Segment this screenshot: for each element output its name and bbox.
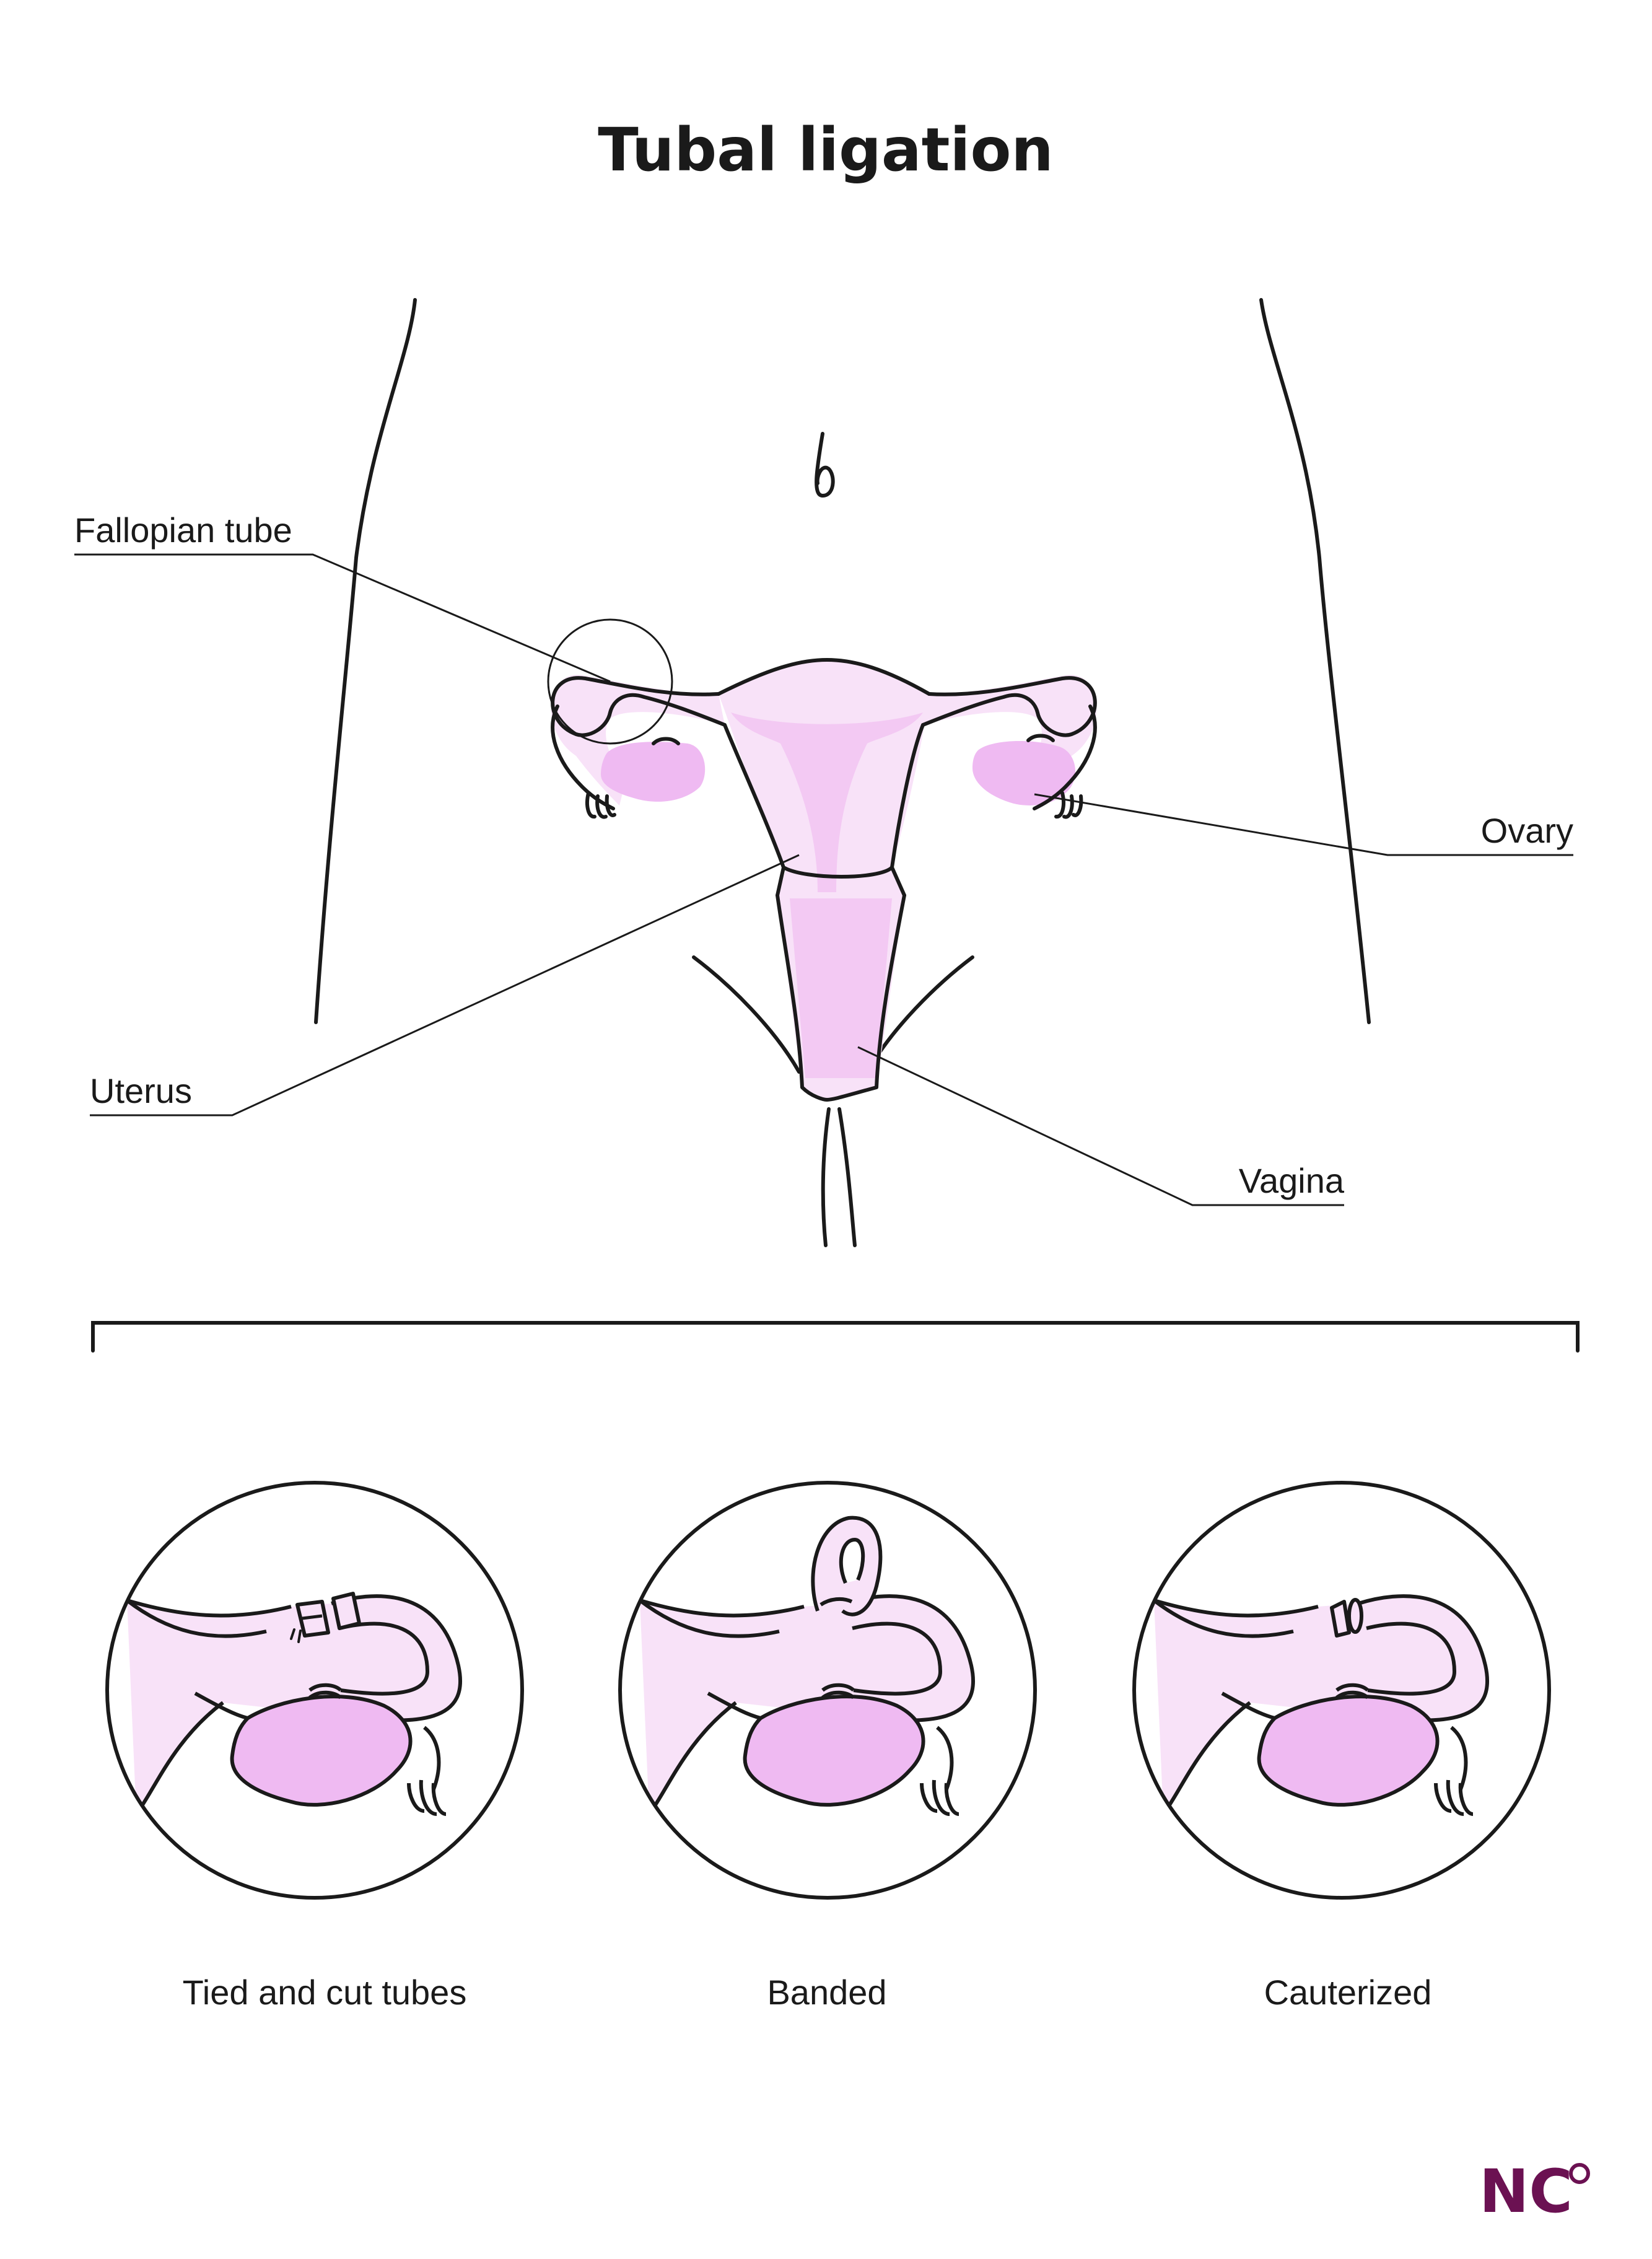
method-label-cauterized: Cauterized [1264,1973,1432,2012]
method-label-banded: Banded [767,1973,886,2012]
logo-circle-icon [1569,2163,1590,2184]
method-label-tied-and-cut: Tied and cut tubes [183,1973,467,2012]
label-uterus: Uterus [90,1071,192,1110]
left-ovary [601,742,706,802]
label-ovary: Ovary [1481,811,1573,850]
page-title: Tubal ligation [598,115,1054,185]
logo-text: NC [1479,2157,1573,2226]
method-circle-tied-and-cut [105,1481,524,1900]
label-fallopian-tube: Fallopian tube [74,511,292,550]
section-bracket [91,1321,1580,1353]
callout-lines [74,553,1573,1206]
nc-logo: NC [1479,2157,1590,2226]
highlight-circle [547,618,673,745]
navel-mark [815,432,835,498]
uterus-illustration [547,618,1097,1102]
method-circle-cauterized [1132,1481,1551,1900]
label-vagina: Vagina [1239,1161,1345,1200]
method-circle-banded [618,1481,1037,1900]
right-ovary [972,740,1076,805]
body-outline [314,298,1371,1247]
